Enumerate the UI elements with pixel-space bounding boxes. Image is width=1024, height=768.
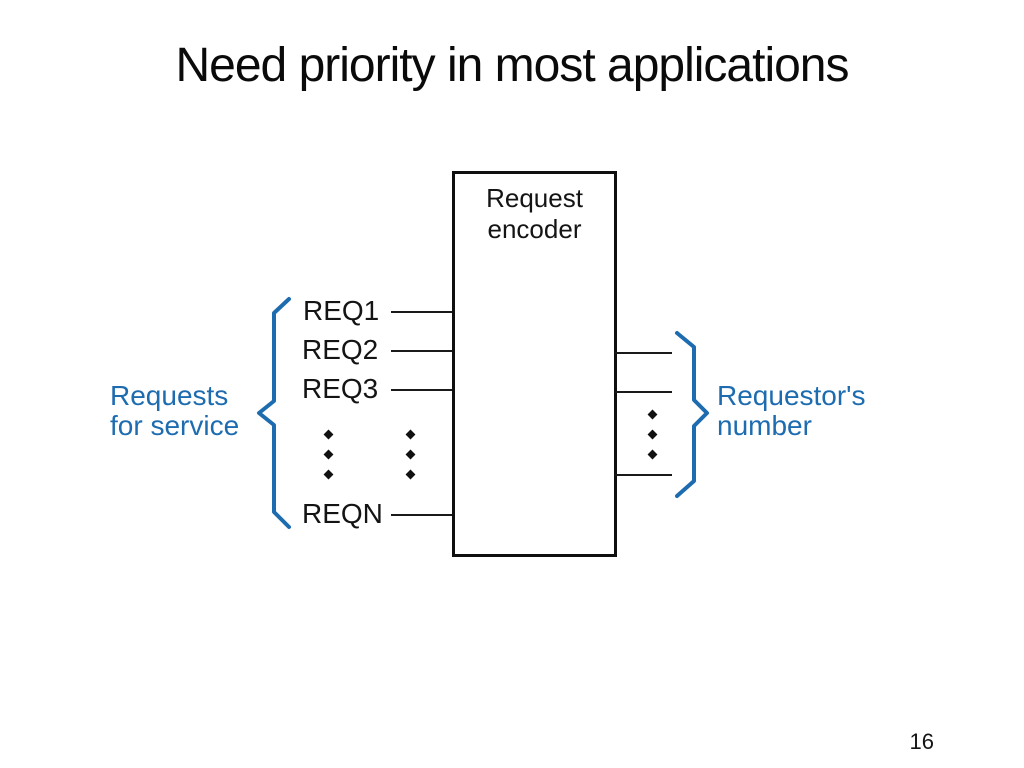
requests-for-service-line2: for service (110, 410, 240, 441)
wire-input-reqn (391, 514, 452, 516)
dot-icon (323, 429, 334, 440)
dot-icon (405, 429, 416, 440)
ellipsis-input-labels-icon (323, 429, 334, 480)
input-label-req3: REQ3 (302, 373, 379, 404)
slide-title: Need priority in most applications (175, 39, 850, 92)
right-brace-icon (675, 331, 709, 498)
dot-icon (405, 449, 416, 460)
ellipsis-input-wires-icon (405, 429, 416, 480)
dot-icon (647, 409, 658, 420)
ellipsis-output-wires-icon (647, 409, 658, 460)
left-brace-icon (257, 297, 291, 529)
encoder-box-label: Request encoder (455, 174, 614, 245)
wire-output-3 (615, 474, 672, 476)
dot-icon (405, 469, 416, 480)
wire-input-req3 (391, 389, 452, 391)
encoder-box-label-line2: encoder (487, 214, 582, 244)
requestors-number-line1: Requestor's (717, 380, 866, 411)
wire-output-1 (615, 352, 672, 354)
input-label-req2: REQ2 (302, 334, 379, 365)
requests-for-service-line1: Requests (110, 380, 229, 411)
dot-icon (647, 449, 658, 460)
requestors-number-label: Requestor's number (717, 381, 866, 441)
input-label-reqn: REQN (302, 498, 383, 529)
encoder-box-label-line1: Request (486, 183, 583, 213)
wire-output-2 (615, 391, 672, 393)
page-number: 16 (909, 729, 934, 754)
wire-input-req1 (391, 311, 452, 313)
requestors-number-line2: number (717, 410, 812, 441)
dot-icon (323, 449, 334, 460)
encoder-box: Request encoder (452, 171, 617, 557)
dot-icon (647, 429, 658, 440)
wire-input-req2 (391, 350, 452, 352)
dot-icon (323, 469, 334, 480)
requests-for-service-label: Requests for service (110, 381, 239, 441)
input-label-req1: REQ1 (303, 295, 380, 326)
